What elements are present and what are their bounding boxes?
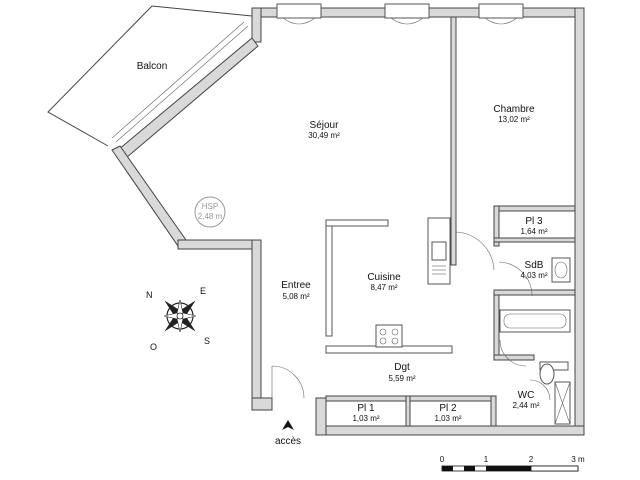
hsp-value: 2,48 m <box>198 212 223 221</box>
access-label: accès <box>275 436 301 447</box>
room-name-dgt: Dgt <box>394 362 410 373</box>
stove <box>375 324 403 348</box>
hsp-marker: HSP 2,48 m <box>194 196 226 228</box>
doors <box>271 231 551 401</box>
access-marker: accès <box>275 420 301 447</box>
room-name-chambre: Chambre <box>493 104 535 115</box>
scale-tick-2: 2 <box>529 455 534 464</box>
scale-tick-1: 1 <box>484 455 489 464</box>
room-name-cuisine: Cuisine <box>367 272 401 283</box>
room-area-wc: 2,44 m² <box>512 401 539 410</box>
scale-tick-0: 0 <box>440 455 445 464</box>
room-area-chambre: 13,02 m² <box>498 115 530 124</box>
room-area-sdb: 4,03 m² <box>520 271 547 280</box>
room-area-dgt: 5,59 m² <box>388 374 415 383</box>
room-area-pl1: 1,03 m² <box>352 414 379 423</box>
compass-e: E <box>200 286 206 296</box>
access-arrow-icon <box>282 420 294 430</box>
room-name-wc: WC <box>518 390 535 401</box>
room-name-pl2: Pl 2 <box>439 403 457 414</box>
room-name-entree: Entree <box>281 280 311 291</box>
room-area-sejour: 30,49 m² <box>308 131 340 140</box>
hsp-label: HSP <box>202 202 218 211</box>
room-area-cuisine: 8,47 m² <box>370 283 397 292</box>
compass-s: S <box>204 336 210 346</box>
compass-n: N <box>146 290 153 300</box>
room-name-balcon: Balcon <box>137 61 168 72</box>
room-name-pl3: Pl 3 <box>525 216 543 227</box>
bath-fixtures <box>499 257 571 425</box>
scale-tick-3: 3 m <box>571 455 585 464</box>
compass: N E S O <box>146 286 210 352</box>
scale-bar: 0 1 2 3 m <box>440 455 585 472</box>
room-area-pl2: 1,03 m² <box>434 414 461 423</box>
room-area-entree: 5,08 m² <box>282 292 309 301</box>
room-area-pl3: 1,64 m² <box>520 227 547 236</box>
room-labels: Balcon Séjour 30,49 m² Chambre 13,02 m² … <box>137 61 548 423</box>
balcony-outline <box>47 5 253 147</box>
room-name-pl1: Pl 1 <box>357 403 375 414</box>
room-name-sejour: Séjour <box>310 120 340 131</box>
compass-o: O <box>150 342 157 352</box>
windows <box>276 3 524 25</box>
room-name-sdb: SdB <box>525 260 544 271</box>
